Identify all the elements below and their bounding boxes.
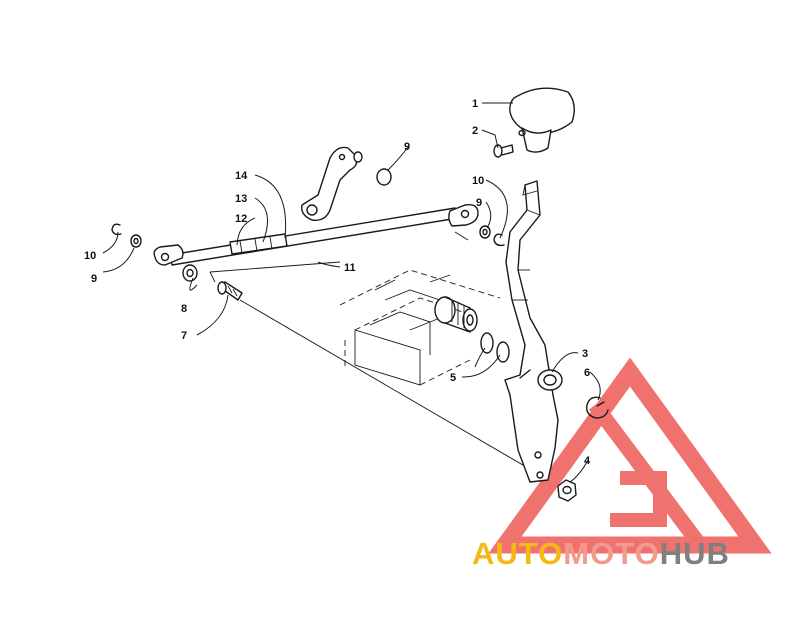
callout-13: 13	[235, 193, 247, 205]
center-line-11-end	[209, 271, 216, 283]
leader-lines	[102, 102, 601, 483]
callout-12: 12	[235, 213, 247, 225]
frame-mount	[339, 269, 501, 386]
center-line-rod	[454, 231, 469, 241]
callout-1: 1	[472, 98, 478, 110]
center-line	[239, 299, 541, 476]
washer-9-left	[130, 234, 142, 248]
callout-7: 7	[181, 330, 187, 342]
washer-8	[182, 264, 198, 282]
callout-6: 6	[584, 367, 590, 379]
shift-lever	[504, 180, 563, 483]
pivot-shaft	[434, 296, 478, 333]
nut	[557, 479, 577, 502]
callout-4: 4	[584, 455, 591, 467]
callout-2: 2	[472, 125, 478, 137]
shift-rod	[153, 203, 479, 266]
watermark-moto: MOTO	[563, 536, 660, 571]
screw	[493, 144, 514, 158]
callout-11: 11	[344, 262, 356, 274]
watermark-hub: HUB	[659, 536, 730, 571]
callout-8: 8	[181, 303, 187, 315]
washers	[130, 168, 491, 282]
callout-10-right: 10	[472, 175, 484, 187]
callout-9-top: 9	[404, 141, 410, 153]
callout-labels: 1 2 3 4 5 6 7 8 9 9 9 10 10 11 12 13 14	[84, 98, 591, 467]
shift-knob	[509, 87, 575, 153]
stud	[217, 281, 243, 301]
o-rings	[480, 332, 510, 363]
washer-9-top	[376, 168, 392, 186]
watermark-wordmark: AUTOMOTOHUB	[472, 534, 730, 574]
callout-9-right: 9	[476, 197, 482, 209]
callout-9-left: 9	[91, 273, 97, 285]
callout-14: 14	[235, 170, 248, 182]
watermark-auto: AUTO	[472, 536, 564, 571]
center-line-11	[209, 261, 341, 273]
triangle-logo-icon	[488, 357, 772, 554]
callout-10-left: 10	[84, 250, 96, 262]
e-clip	[586, 396, 609, 419]
callout-5: 5	[450, 372, 456, 384]
callout-3: 3	[582, 348, 588, 360]
washer-9-right	[479, 225, 491, 239]
linkage-arm	[301, 146, 363, 221]
